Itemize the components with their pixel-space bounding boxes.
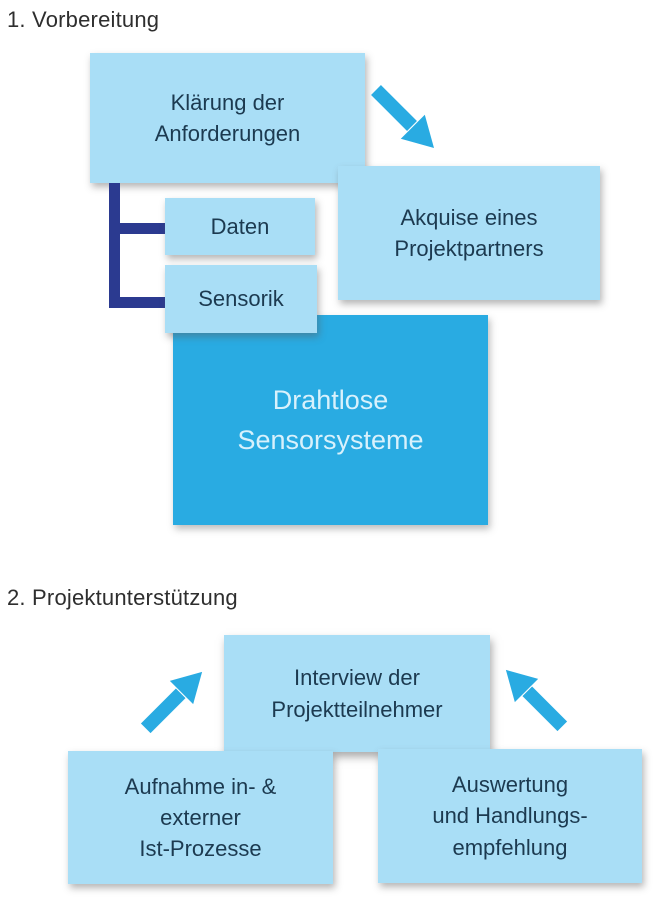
section2-heading: 2. Projektunterstützung xyxy=(7,585,238,610)
arrow-up-right-icon xyxy=(136,668,206,738)
box-daten-label: Daten xyxy=(210,213,270,239)
box-klaerung-label: Klärung der Anforderungen xyxy=(154,89,301,146)
box-akquise-eines-projektpartners: Akquise eines Projektpartners xyxy=(338,166,600,300)
bracket-connector-vertical xyxy=(109,183,120,308)
box-sensorik: Sensorik xyxy=(165,265,317,333)
box-aufnahme-ist-prozesse: Aufnahme in- & externer Ist-Prozesse xyxy=(68,751,333,884)
box-klaerung-der-anforderungen: Klärung der Anforderungen xyxy=(90,53,365,183)
box-auswertung-handlungsempfehlung: Auswertung und Handlungs- empfehlung xyxy=(378,749,642,883)
box-daten: Daten xyxy=(165,198,315,255)
bracket-connector-branch-sensorik xyxy=(109,297,168,308)
box-akquise-label: Akquise eines Projektpartners xyxy=(394,204,544,261)
box-interview-der-projektteilnehmer: Interview der Projektteilnehmer xyxy=(224,635,490,752)
box-auswertung-label: Auswertung und Handlungs- empfehlung xyxy=(432,772,588,860)
section1-heading: 1. Vorbereitung xyxy=(7,7,160,32)
box-aufnahme-label: Aufnahme in- & externer Ist-Prozesse xyxy=(124,773,277,862)
box-drahtlose-label: Drahtlose Sensorsysteme xyxy=(237,384,424,456)
box-interview-label: Interview der Projektteilnehmer xyxy=(271,665,443,722)
bracket-connector-branch-daten xyxy=(109,223,168,234)
box-sensorik-label: Sensorik xyxy=(198,286,284,312)
arrow-up-left-icon xyxy=(502,666,572,736)
box-drahtlose-sensorsysteme: Drahtlose Sensorsysteme xyxy=(173,315,488,525)
arrow-down-right-icon xyxy=(366,80,442,156)
